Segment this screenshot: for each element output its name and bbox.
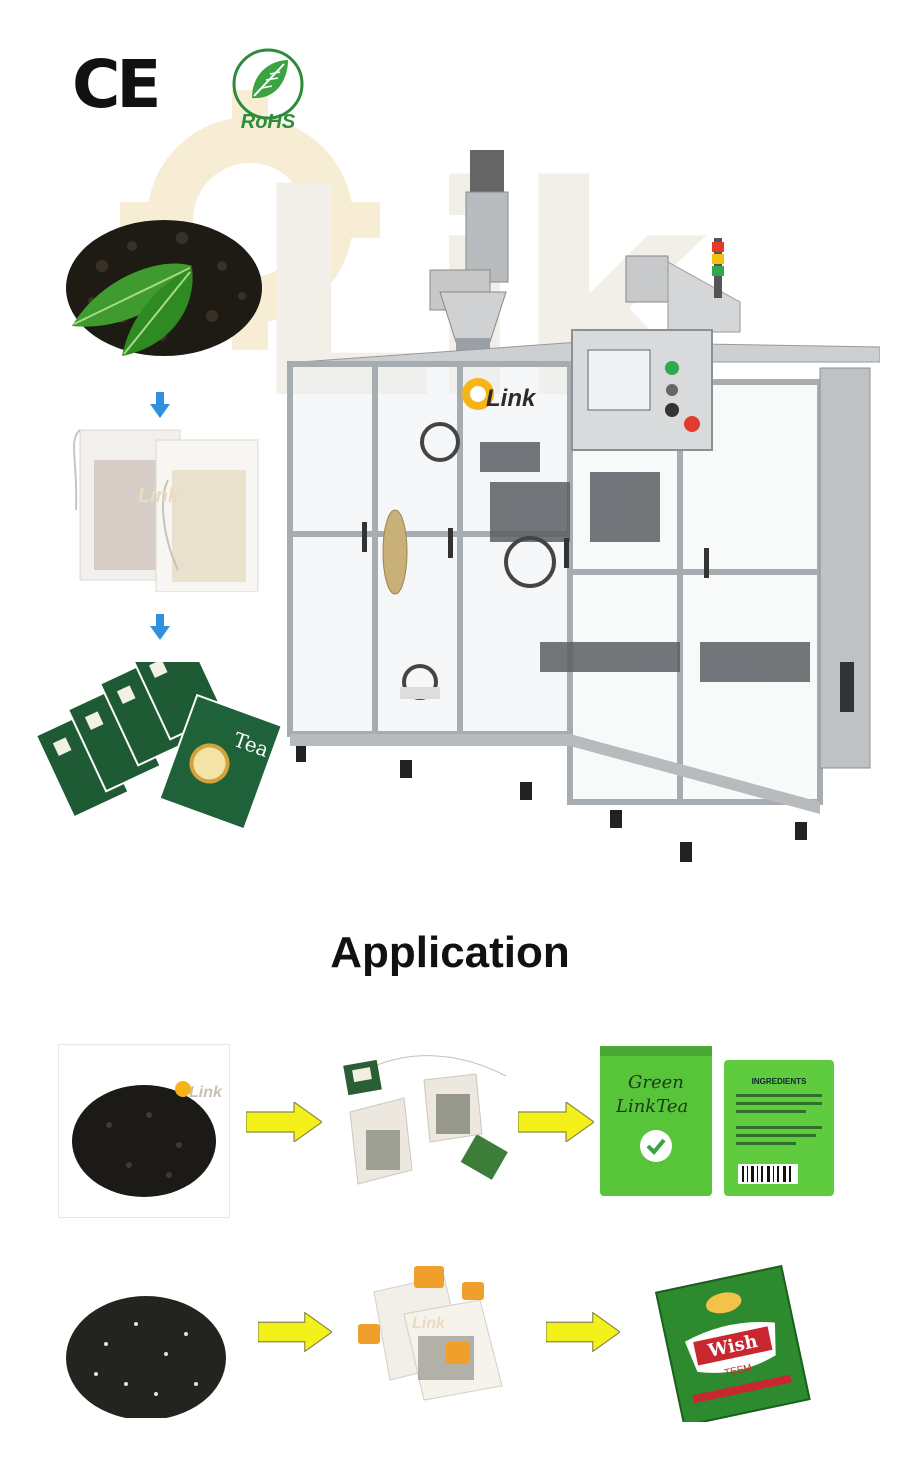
ce-mark: CE: [72, 46, 162, 123]
right-arrow-icon: [546, 1312, 620, 1352]
link-logo-gear-icon: [462, 378, 494, 410]
tea-sachets-image: Tea: [34, 662, 283, 831]
section-title: Application: [330, 928, 570, 977]
right-arrow-icon: [246, 1102, 322, 1142]
svg-text:INGREDIENTS: INGREDIENTS: [752, 1077, 807, 1086]
jasmine-tea-image: [66, 1284, 226, 1418]
tea-bag-packing-machine: Link: [287, 150, 880, 862]
green-tea-pouch-front: Green LinkTea: [600, 1046, 712, 1196]
check-icon: [646, 1138, 666, 1155]
orange-tag-teabags-image: Link: [358, 1266, 503, 1401]
rohs-logo: RoHS: [232, 48, 304, 132]
svg-text:Link: Link: [486, 385, 537, 412]
right-arrow-icon: [258, 1312, 332, 1352]
down-arrow-icon: [150, 392, 170, 418]
empty-teabags-image: Link: [72, 429, 259, 592]
svg-text:Green: Green: [628, 1072, 684, 1093]
svg-text:RoHS: RoHS: [241, 111, 296, 132]
svg-text:Link: Link: [138, 485, 180, 507]
down-arrow-icon: [150, 614, 170, 640]
black-tea-image-frame: Link: [58, 1044, 230, 1218]
right-arrow-icon: [518, 1102, 594, 1142]
svg-text:LinkTea: LinkTea: [615, 1096, 688, 1117]
black-tea-image: Link: [72, 1081, 223, 1197]
green-tag-teabags-image: [343, 1055, 508, 1185]
green-tea-pouch-back: INGREDIENTS: [724, 1060, 834, 1196]
svg-text:Link: Link: [412, 1315, 446, 1332]
wish-tea-sachet: Wish TEEM: [654, 1264, 811, 1422]
svg-text:Link: Link: [189, 1084, 223, 1101]
loose-tea-image: [66, 220, 262, 356]
